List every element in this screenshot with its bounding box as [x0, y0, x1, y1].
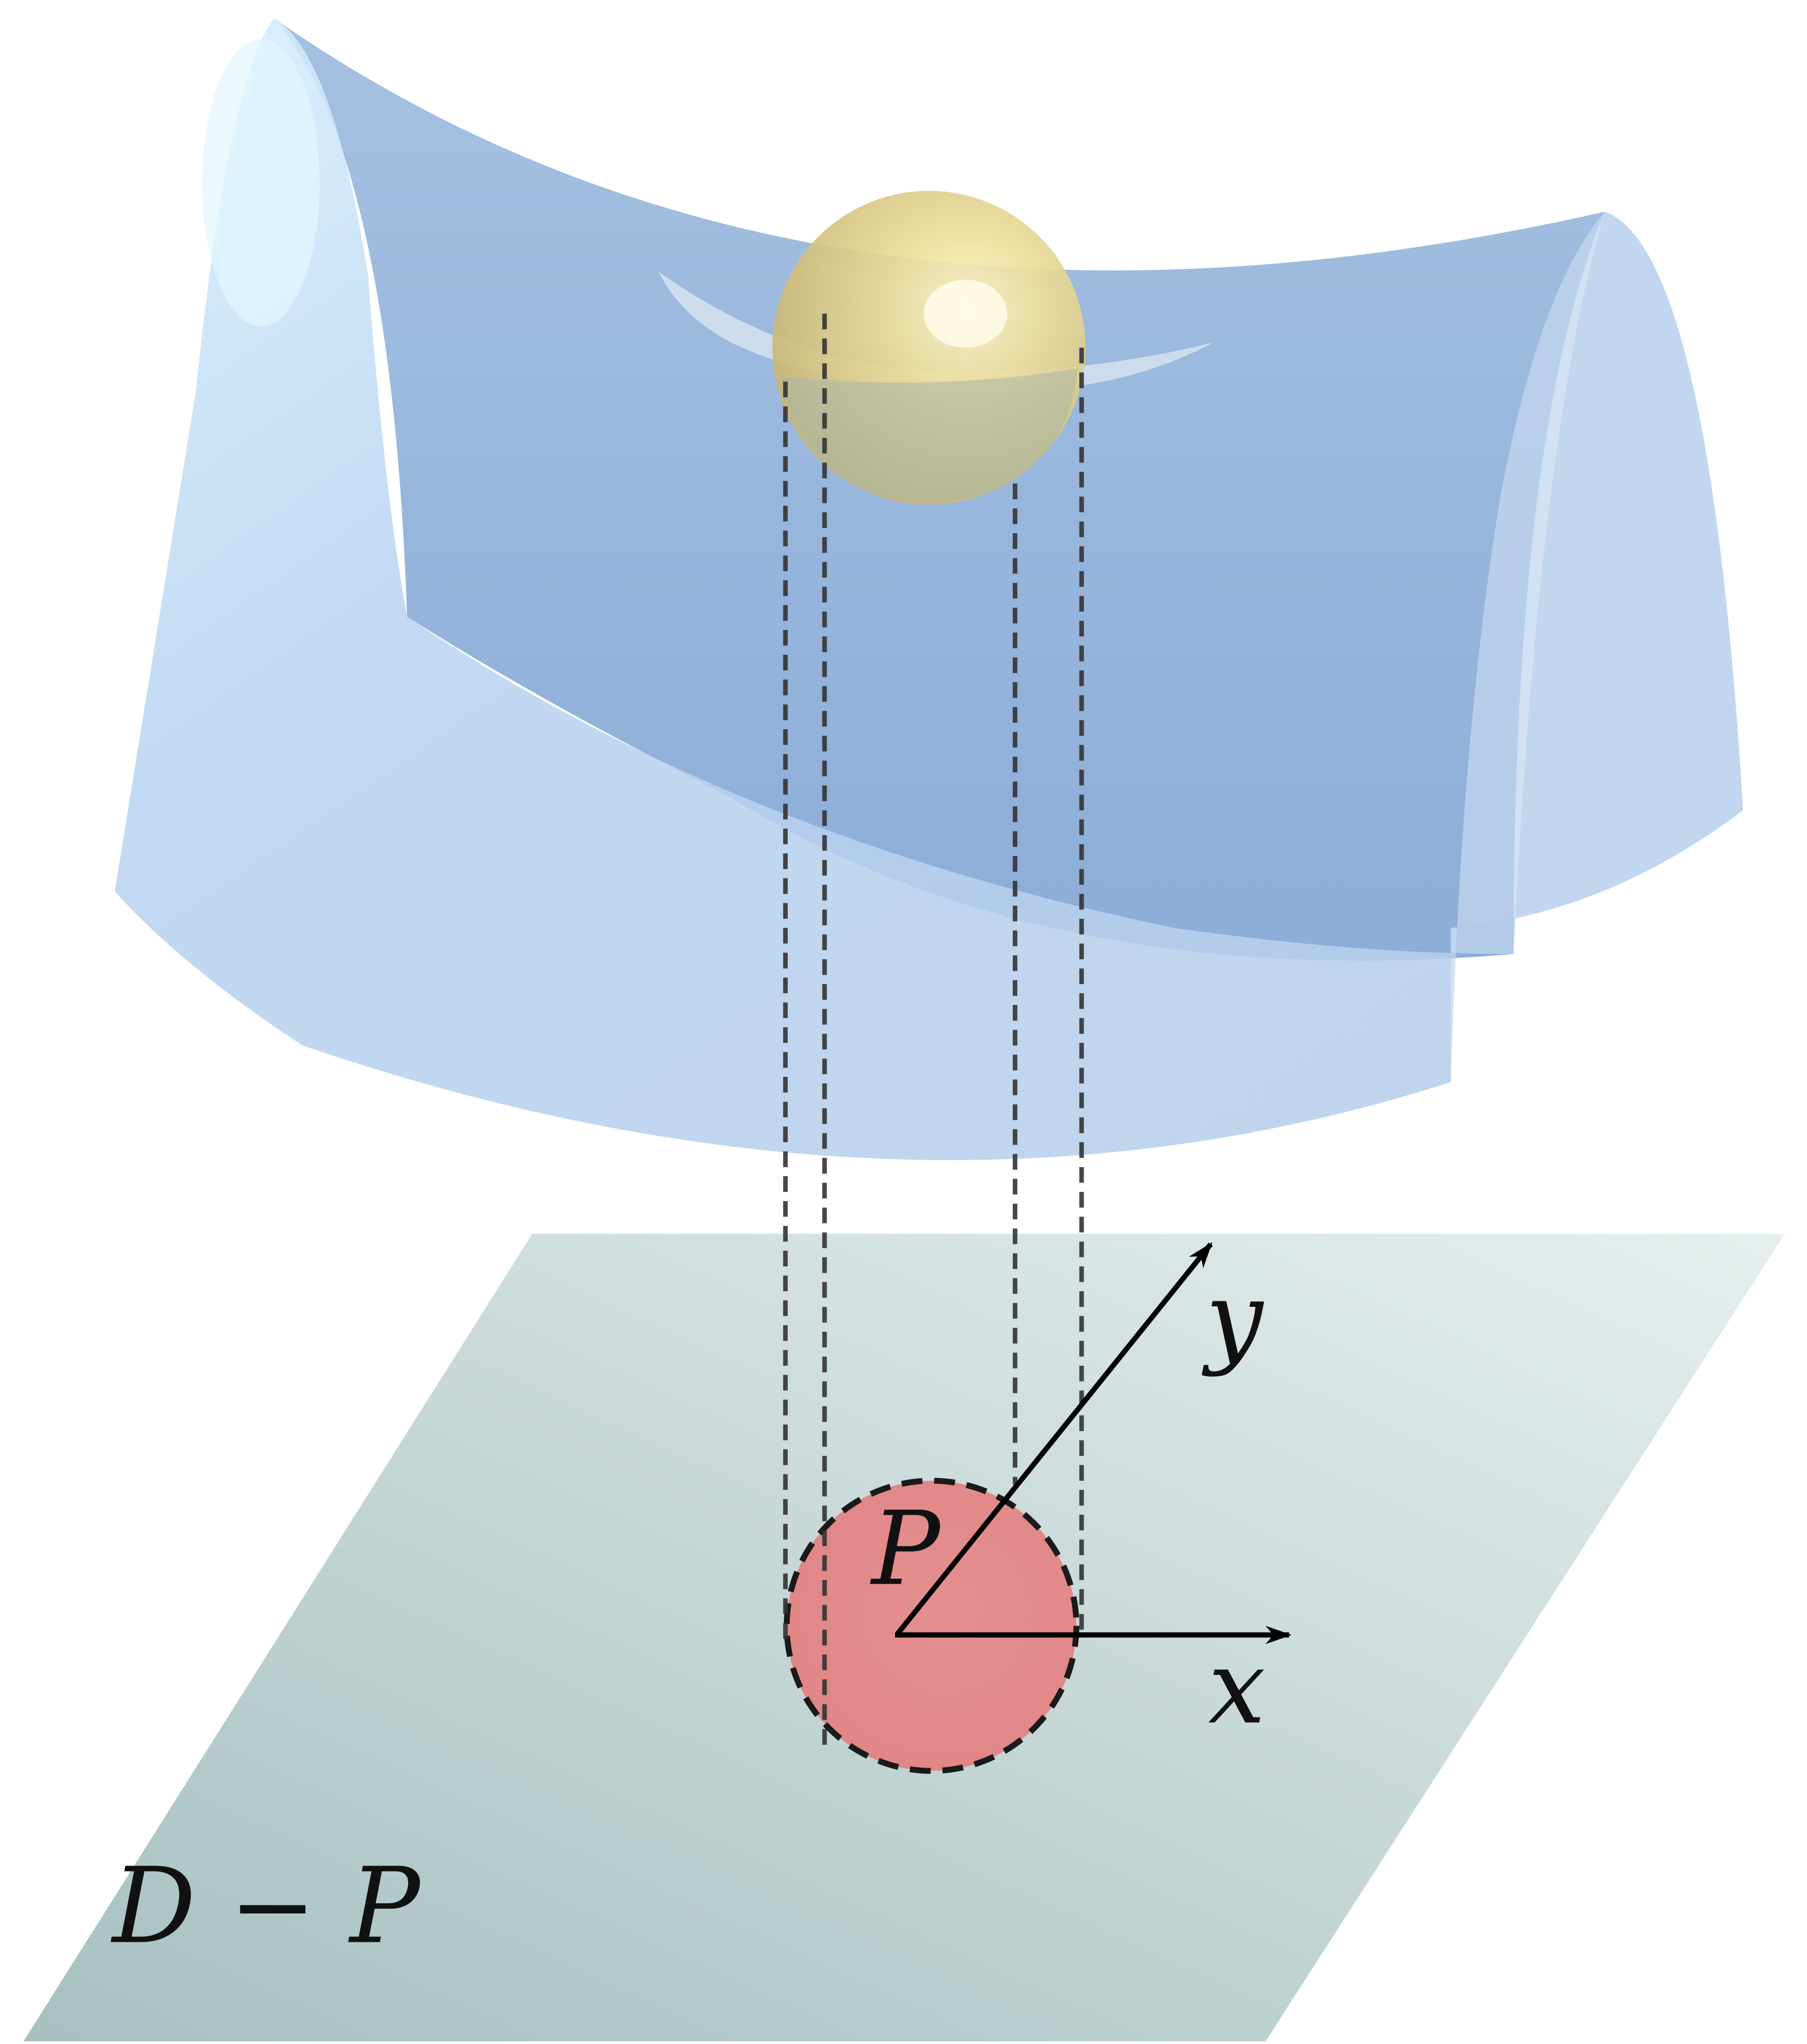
projection-disk: [786, 1480, 1077, 1771]
surface-right-lobe: [1451, 211, 1743, 1082]
surface-highlight: [202, 39, 320, 327]
projection-disk-outline: [784, 1477, 1080, 1774]
x-axis-label: x: [1208, 1628, 1266, 1747]
point-label: P: [870, 1490, 942, 1609]
y-axis-label: y: [1201, 1259, 1264, 1378]
y-axis-arrow: [896, 1242, 1213, 1635]
sphere-specular-highlight: [923, 279, 1007, 348]
sphere-submerged-part: [780, 368, 1078, 502]
saddle-surface-front-face: [115, 18, 1743, 1160]
projection-lines: [783, 313, 1084, 1746]
domain-label: D − P: [110, 1845, 422, 1967]
